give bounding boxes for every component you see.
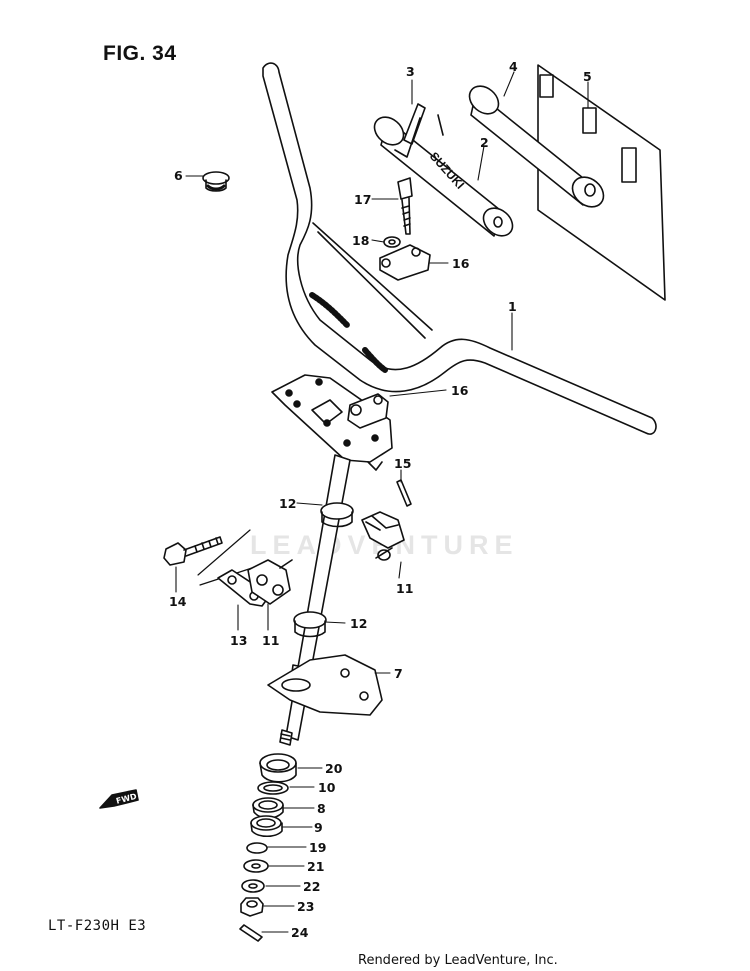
- bearing-lower: [250, 815, 283, 838]
- callout-20: 20: [325, 761, 343, 776]
- cotter-pin-24: [239, 924, 263, 942]
- callout-18: 18: [352, 233, 370, 248]
- callout-4: 4: [509, 59, 518, 74]
- bearing-upper: [252, 797, 284, 819]
- callout-16-bracket: 16: [451, 383, 469, 398]
- callout-12-lower: 12: [350, 616, 368, 631]
- callout-7: 7: [394, 666, 403, 681]
- model-code: LT-F230H E3: [48, 918, 147, 934]
- callout-11-left: 11: [262, 633, 280, 648]
- leader-lines: [175, 71, 589, 933]
- nut: [240, 897, 264, 917]
- callout-13: 13: [230, 633, 248, 648]
- callout-3: 3: [406, 64, 415, 79]
- callout-1: 1: [508, 299, 517, 314]
- callout-24: 24: [291, 925, 309, 940]
- pad-strap: [394, 103, 444, 158]
- right-bushing: [361, 511, 405, 561]
- handlebar-pad-decal: [373, 116, 514, 237]
- spacer-ring: [257, 781, 289, 795]
- callout-8: 8: [317, 801, 326, 816]
- instruction-sheet: [537, 64, 666, 301]
- callout-5: 5: [583, 69, 592, 84]
- handlebar-pad: [468, 85, 605, 208]
- handlebar: [262, 62, 657, 435]
- shaft-bolt: [163, 529, 253, 586]
- callout-6: 6: [174, 168, 183, 183]
- handlebar-bracket: [271, 374, 393, 471]
- callout-16-top: 16: [452, 256, 470, 271]
- upper-holder: [379, 244, 431, 281]
- callout-2: 2: [480, 135, 489, 150]
- oil-seal: [259, 753, 297, 783]
- footer-credit: Rendered by LeadVenture, Inc.: [358, 953, 558, 968]
- callout-12-upper: 12: [279, 496, 297, 511]
- callout-19: 19: [309, 840, 327, 855]
- callout-17: 17: [354, 192, 372, 207]
- callout-10: 10: [318, 780, 336, 795]
- figure-title: FIG. 34: [103, 42, 177, 65]
- left-bushing: [247, 559, 293, 605]
- washer: [383, 236, 401, 248]
- callout-22: 22: [303, 879, 321, 894]
- fwd-arrow: [99, 789, 139, 809]
- washer-21: [243, 859, 269, 873]
- callout-21: 21: [307, 859, 325, 874]
- callout-11-right: 11: [396, 581, 414, 596]
- holder-bolt: [397, 177, 413, 235]
- callout-9: 9: [314, 820, 323, 835]
- o-ring: [246, 842, 268, 854]
- callout-14: 14: [169, 594, 187, 609]
- lower-bracket: [267, 654, 383, 716]
- cap: [202, 171, 230, 192]
- washer-22: [241, 879, 265, 893]
- callout-23: 23: [297, 899, 315, 914]
- callout-15: 15: [394, 456, 412, 471]
- cotter-pin: [396, 479, 412, 507]
